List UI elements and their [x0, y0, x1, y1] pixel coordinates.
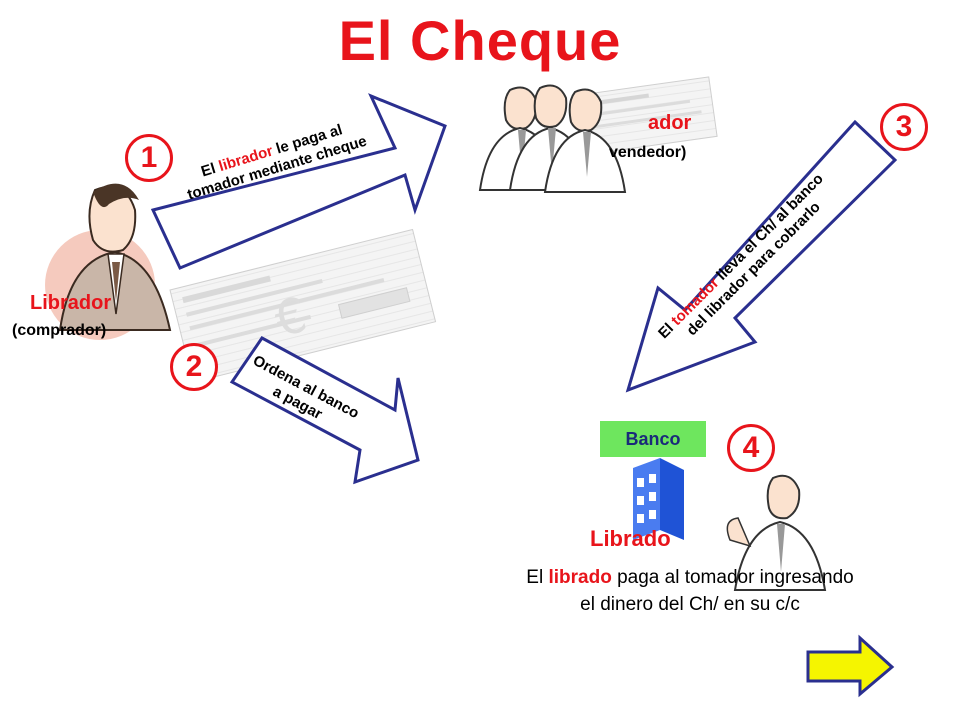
step-4-badge: 4 — [727, 424, 775, 472]
next-arrow-icon — [806, 634, 895, 698]
arrow-3 — [625, 119, 898, 393]
arrow-2 — [229, 336, 420, 485]
librado-description: El librado paga al tomador ingresando el… — [526, 567, 854, 615]
librador-label: Librador — [30, 292, 112, 314]
banco-label: Banco — [600, 421, 706, 457]
next-slide-button[interactable] — [806, 636, 896, 696]
librado-highlight: librado — [548, 567, 612, 588]
tomador-sub: vendedor) — [609, 144, 687, 161]
check-image-left: € — [169, 228, 437, 383]
page-title: El Cheque — [338, 9, 622, 72]
step-2-badge: 2 — [170, 343, 218, 391]
presenter-icon — [726, 474, 827, 591]
building-icon — [633, 458, 684, 540]
step-3-badge: 3 — [880, 103, 928, 151]
librador-sub: (comprador) — [12, 322, 107, 339]
man-writing-icon — [45, 183, 172, 340]
businessmen-icon — [478, 84, 627, 193]
librado-label: Librado — [590, 526, 671, 551]
arrow-1 — [150, 93, 447, 270]
tomador-label: ador — [648, 112, 692, 134]
step-1-badge: 1 — [125, 134, 173, 182]
